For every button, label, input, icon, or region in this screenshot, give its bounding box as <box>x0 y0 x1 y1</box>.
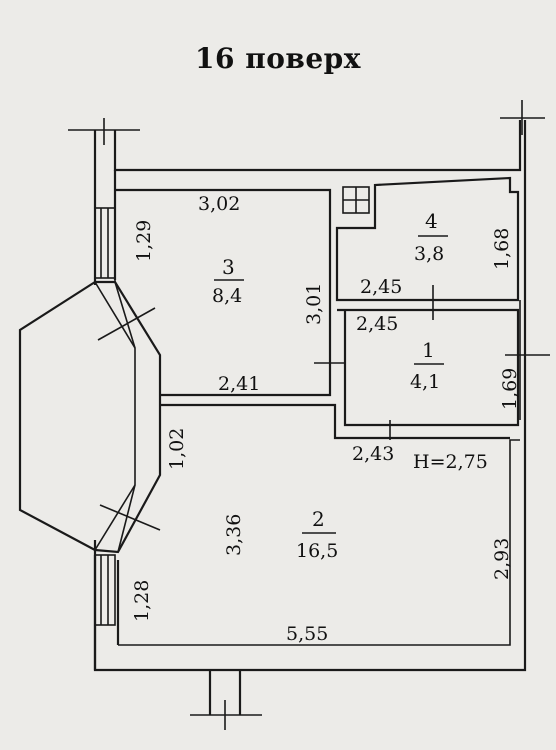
room-1-number: 1 <box>422 338 435 362</box>
room-3-area: 8,4 <box>212 285 242 307</box>
dim-room1-top: 2,45 <box>356 313 398 335</box>
floor-title: 16 поверх <box>195 42 361 75</box>
room-3-walls <box>114 188 345 397</box>
room-1-walls <box>337 308 520 440</box>
ceiling-height: H=2,75 <box>413 451 488 473</box>
window-top-left <box>94 207 116 279</box>
room-2-walls <box>159 403 510 475</box>
dim-room1-right: 1,69 <box>499 368 521 410</box>
room-1-area: 4,1 <box>410 371 440 393</box>
wall-tick-bottom <box>190 670 262 730</box>
room-4-area: 3,8 <box>414 243 444 265</box>
dim-room4-bottom: 2,45 <box>360 276 402 298</box>
wall-tick-right <box>505 300 550 420</box>
room-2-number: 2 <box>312 507 325 531</box>
bay-window <box>18 280 162 554</box>
dim-room2-bay: 1,02 <box>166 428 188 470</box>
dim-room3-bottom: 2,41 <box>218 373 260 395</box>
wall-tick-top-right <box>500 100 545 135</box>
dim-room2-bottom: 5,55 <box>286 623 328 645</box>
dim-room4-right: 1,68 <box>491 228 513 270</box>
dim-room3-left: 1,29 <box>133 220 155 262</box>
dim-room1-bottom: 2,43 <box>352 443 394 465</box>
dim-room3-right: 3,01 <box>303 283 325 325</box>
dim-room2-left: 3,36 <box>223 514 245 556</box>
room-4-number: 4 <box>425 209 438 233</box>
room-4-walls <box>335 176 520 320</box>
dim-room2-bottom-left: 1,28 <box>131 580 153 622</box>
room-3-number: 3 <box>222 255 235 279</box>
dim-room3-top: 3,02 <box>198 193 240 215</box>
wall-tick-top-left <box>68 118 140 145</box>
window-bottom-left <box>94 554 116 626</box>
dim-room2-right: 2,93 <box>491 538 513 580</box>
room-2-area: 16,5 <box>296 540 338 562</box>
